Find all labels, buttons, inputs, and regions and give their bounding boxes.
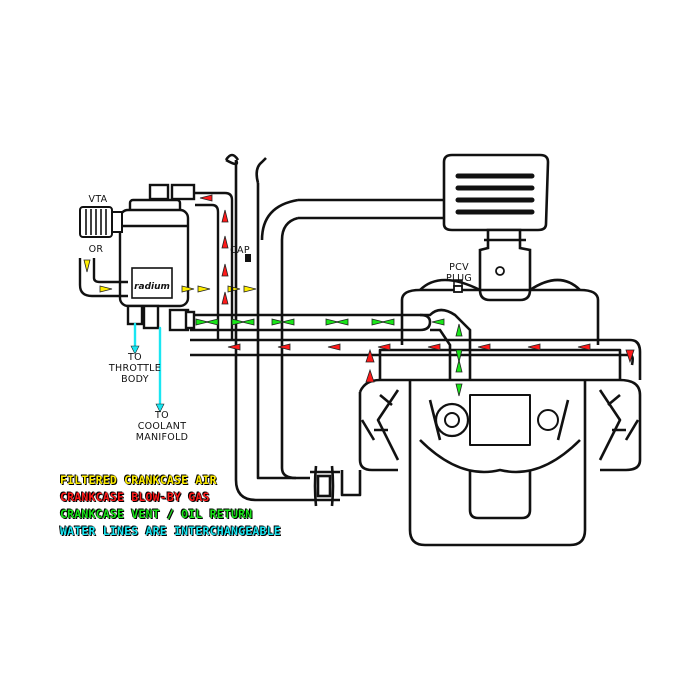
air-cleaner: [442, 153, 550, 302]
coolant-label-line3: MANIFOLD: [135, 432, 189, 443]
throttle-label-line1: TO: [128, 352, 142, 363]
pcv-label-line2: PLUG: [445, 273, 473, 284]
legend-blow-by: CRANKCASE BLOW-BY GAS: [60, 490, 210, 504]
throttle-label-line2: THROTTLE: [108, 363, 162, 374]
throttle-body-label: TO THROTTLE BODY: [100, 352, 170, 385]
lower-hose: [310, 465, 340, 507]
legend-filtered-air: FILTERED CRANKCASE AIR: [60, 473, 217, 487]
vta-filter: [79, 206, 123, 238]
blow-by-flow: [199, 194, 635, 383]
filtered-air-hose: [78, 258, 128, 298]
upper-breather-hose: [224, 153, 520, 502]
water-lines: [130, 322, 165, 413]
legend-vent-return: CRANKCASE VENT / OIL RETURN: [60, 507, 253, 521]
vta-label: VTA: [88, 194, 108, 205]
cap-label: CAP: [230, 245, 250, 256]
pcv-label-line1: PCV: [449, 262, 469, 273]
vent-return-flow: [195, 318, 463, 397]
or-label: OR: [88, 244, 104, 255]
catch-can: [118, 183, 196, 332]
coolant-manifold-label: TO COOLANT MANIFOLD: [126, 410, 198, 443]
pcv-plug-label: PCV PLUG: [442, 262, 476, 284]
engine-block: [340, 278, 642, 547]
throttle-label-line3: BODY: [121, 374, 149, 385]
legend-water-lines: WATER LINES ARE INTERCHANGEABLE: [60, 524, 281, 538]
legend: FILTERED CRANKCASE AIR CRANKCASE BLOW-BY…: [60, 472, 281, 540]
filtered-air-flow: [83, 259, 257, 293]
cap: [245, 254, 251, 262]
coolant-label-line2: COOLANT: [137, 421, 187, 432]
brand-label: radium: [134, 282, 170, 292]
can-return-hose: [195, 191, 234, 340]
pcv-plug: [453, 285, 463, 293]
coolant-label-line1: TO: [155, 410, 169, 421]
